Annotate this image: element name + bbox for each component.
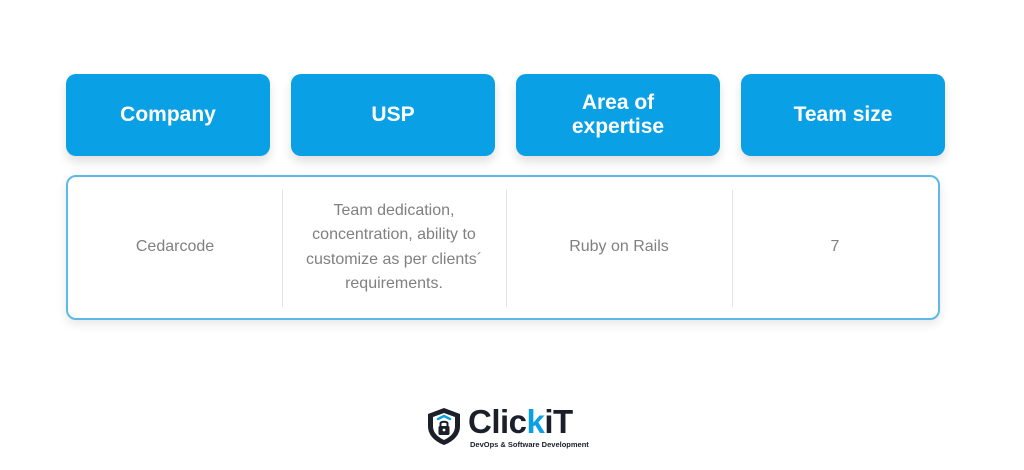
header-usp: USP — [291, 74, 495, 156]
column-divider — [282, 190, 283, 307]
column-divider — [732, 190, 733, 307]
cell-company: Cedarcode — [68, 177, 282, 318]
header-area-of-expertise: Area of expertise — [516, 74, 720, 156]
logo-tagline: DevOps & Software Development — [470, 440, 589, 449]
logo-wordmark: ClickiT — [468, 404, 573, 440]
header-team-size-label: Team size — [793, 103, 893, 126]
header-company: Company — [66, 74, 270, 156]
cell-area-of-expertise: Ruby on Rails — [506, 177, 732, 318]
header-usp-label: USP — [371, 103, 415, 126]
header-company-label: Company — [120, 103, 216, 126]
clickit-logo: ClickiT DevOps & Software Development — [424, 404, 604, 452]
cell-team-size-value: 7 — [830, 238, 840, 256]
header-team-size: Team size — [741, 74, 945, 156]
table-row: Cedarcode Team dedication, concentration… — [66, 175, 940, 320]
logo-wordmark-suffix: iT — [544, 403, 573, 440]
logo-wordmark-accent: k — [526, 403, 545, 440]
logo-wordmark-prefix: Clic — [468, 403, 527, 440]
header-area-of-expertise-label: Area of expertise — [571, 91, 665, 138]
column-divider — [506, 190, 507, 307]
cell-area-of-expertise-value: Ruby on Rails — [569, 238, 669, 256]
shield-lock-icon — [428, 408, 460, 445]
cell-team-size: 7 — [732, 177, 938, 318]
cell-company-value: Cedarcode — [135, 238, 215, 256]
cell-usp: Team dedication, concentration, ability … — [282, 177, 506, 318]
cell-usp-value: Team dedication, concentration, ability … — [305, 201, 483, 293]
